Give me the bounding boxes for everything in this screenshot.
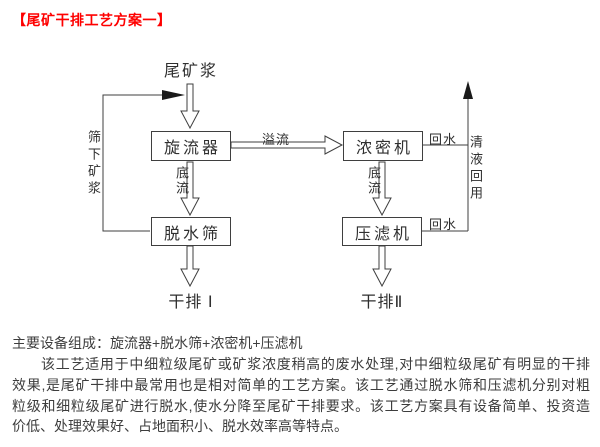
paragraph-line-1: 该工艺适用于中细粒级尾矿或矿浆浓度稍高的废水处理,对中细粒级尾矿有明显的干排 — [41, 356, 590, 372]
arrow-feed-to-cyclone — [180, 83, 200, 130]
label-return-water-bottom: 回水 — [429, 217, 458, 232]
node-cyclone: 旋流器 — [151, 131, 231, 161]
label-overflow: 溢流 — [262, 132, 291, 147]
label-clear-liquid-reuse: 清液回用 — [468, 135, 483, 203]
label-return-water-top: 回水 — [429, 132, 458, 147]
node-filter-press: 压滤机 — [342, 217, 422, 246]
arrowhead-recycle-right — [162, 90, 185, 100]
feed-label: 尾矿浆 — [163, 63, 218, 80]
label-screen-underflow: 筛下矿浆 — [86, 130, 101, 198]
arrow-overflow-to-thickener — [230, 135, 344, 155]
paragraph-line-4: 价低、处理效果好、占地面积小、脱水效率高等特点。 — [12, 418, 348, 435]
label-underflow-left: 底流 — [174, 166, 189, 196]
page-title: 【尾矿干排工艺方案一】 — [12, 12, 172, 28]
label-underflow-right: 底流 — [366, 166, 381, 196]
arrow-cyclone-to-screen — [180, 161, 200, 217]
paragraph-line-2: 效果,是尾矿干排中最常用也是相对简单的工艺方案。该工艺通过脱水筛和压滤机分别对粗 — [12, 376, 590, 393]
paragraph-line-3: 粒级和细粒级尾矿进行脱水,使水分降至尾矿干排要求。该工艺方案具有设备简单、投资造 — [12, 397, 590, 414]
line-screen-underflow-recycle — [102, 94, 183, 232]
arrow-screen-to-dry1 — [180, 245, 200, 288]
equipment-summary-line: 主要设备组成：旋流器+脱水筛+浓密机+压滤机 — [12, 335, 303, 351]
output-dry-discharge-1: 干排 Ⅰ — [168, 294, 214, 311]
flowchart-lines — [102, 81, 473, 288]
node-thickener: 浓密机 — [343, 131, 423, 161]
description-paragraph: 该工艺适用于中细粒级尾矿或矿浆浓度稍高的废水处理,对中细粒级尾矿有明显的干排 效… — [12, 354, 590, 437]
output-dry-discharge-2: 干排Ⅱ — [360, 294, 404, 311]
arrowhead-clear-liquid-up — [463, 81, 473, 99]
arrow-press-to-dry2 — [372, 245, 392, 288]
arrow-thickener-to-press — [372, 161, 392, 217]
node-dewatering-screen: 脱水筛 — [151, 217, 231, 246]
